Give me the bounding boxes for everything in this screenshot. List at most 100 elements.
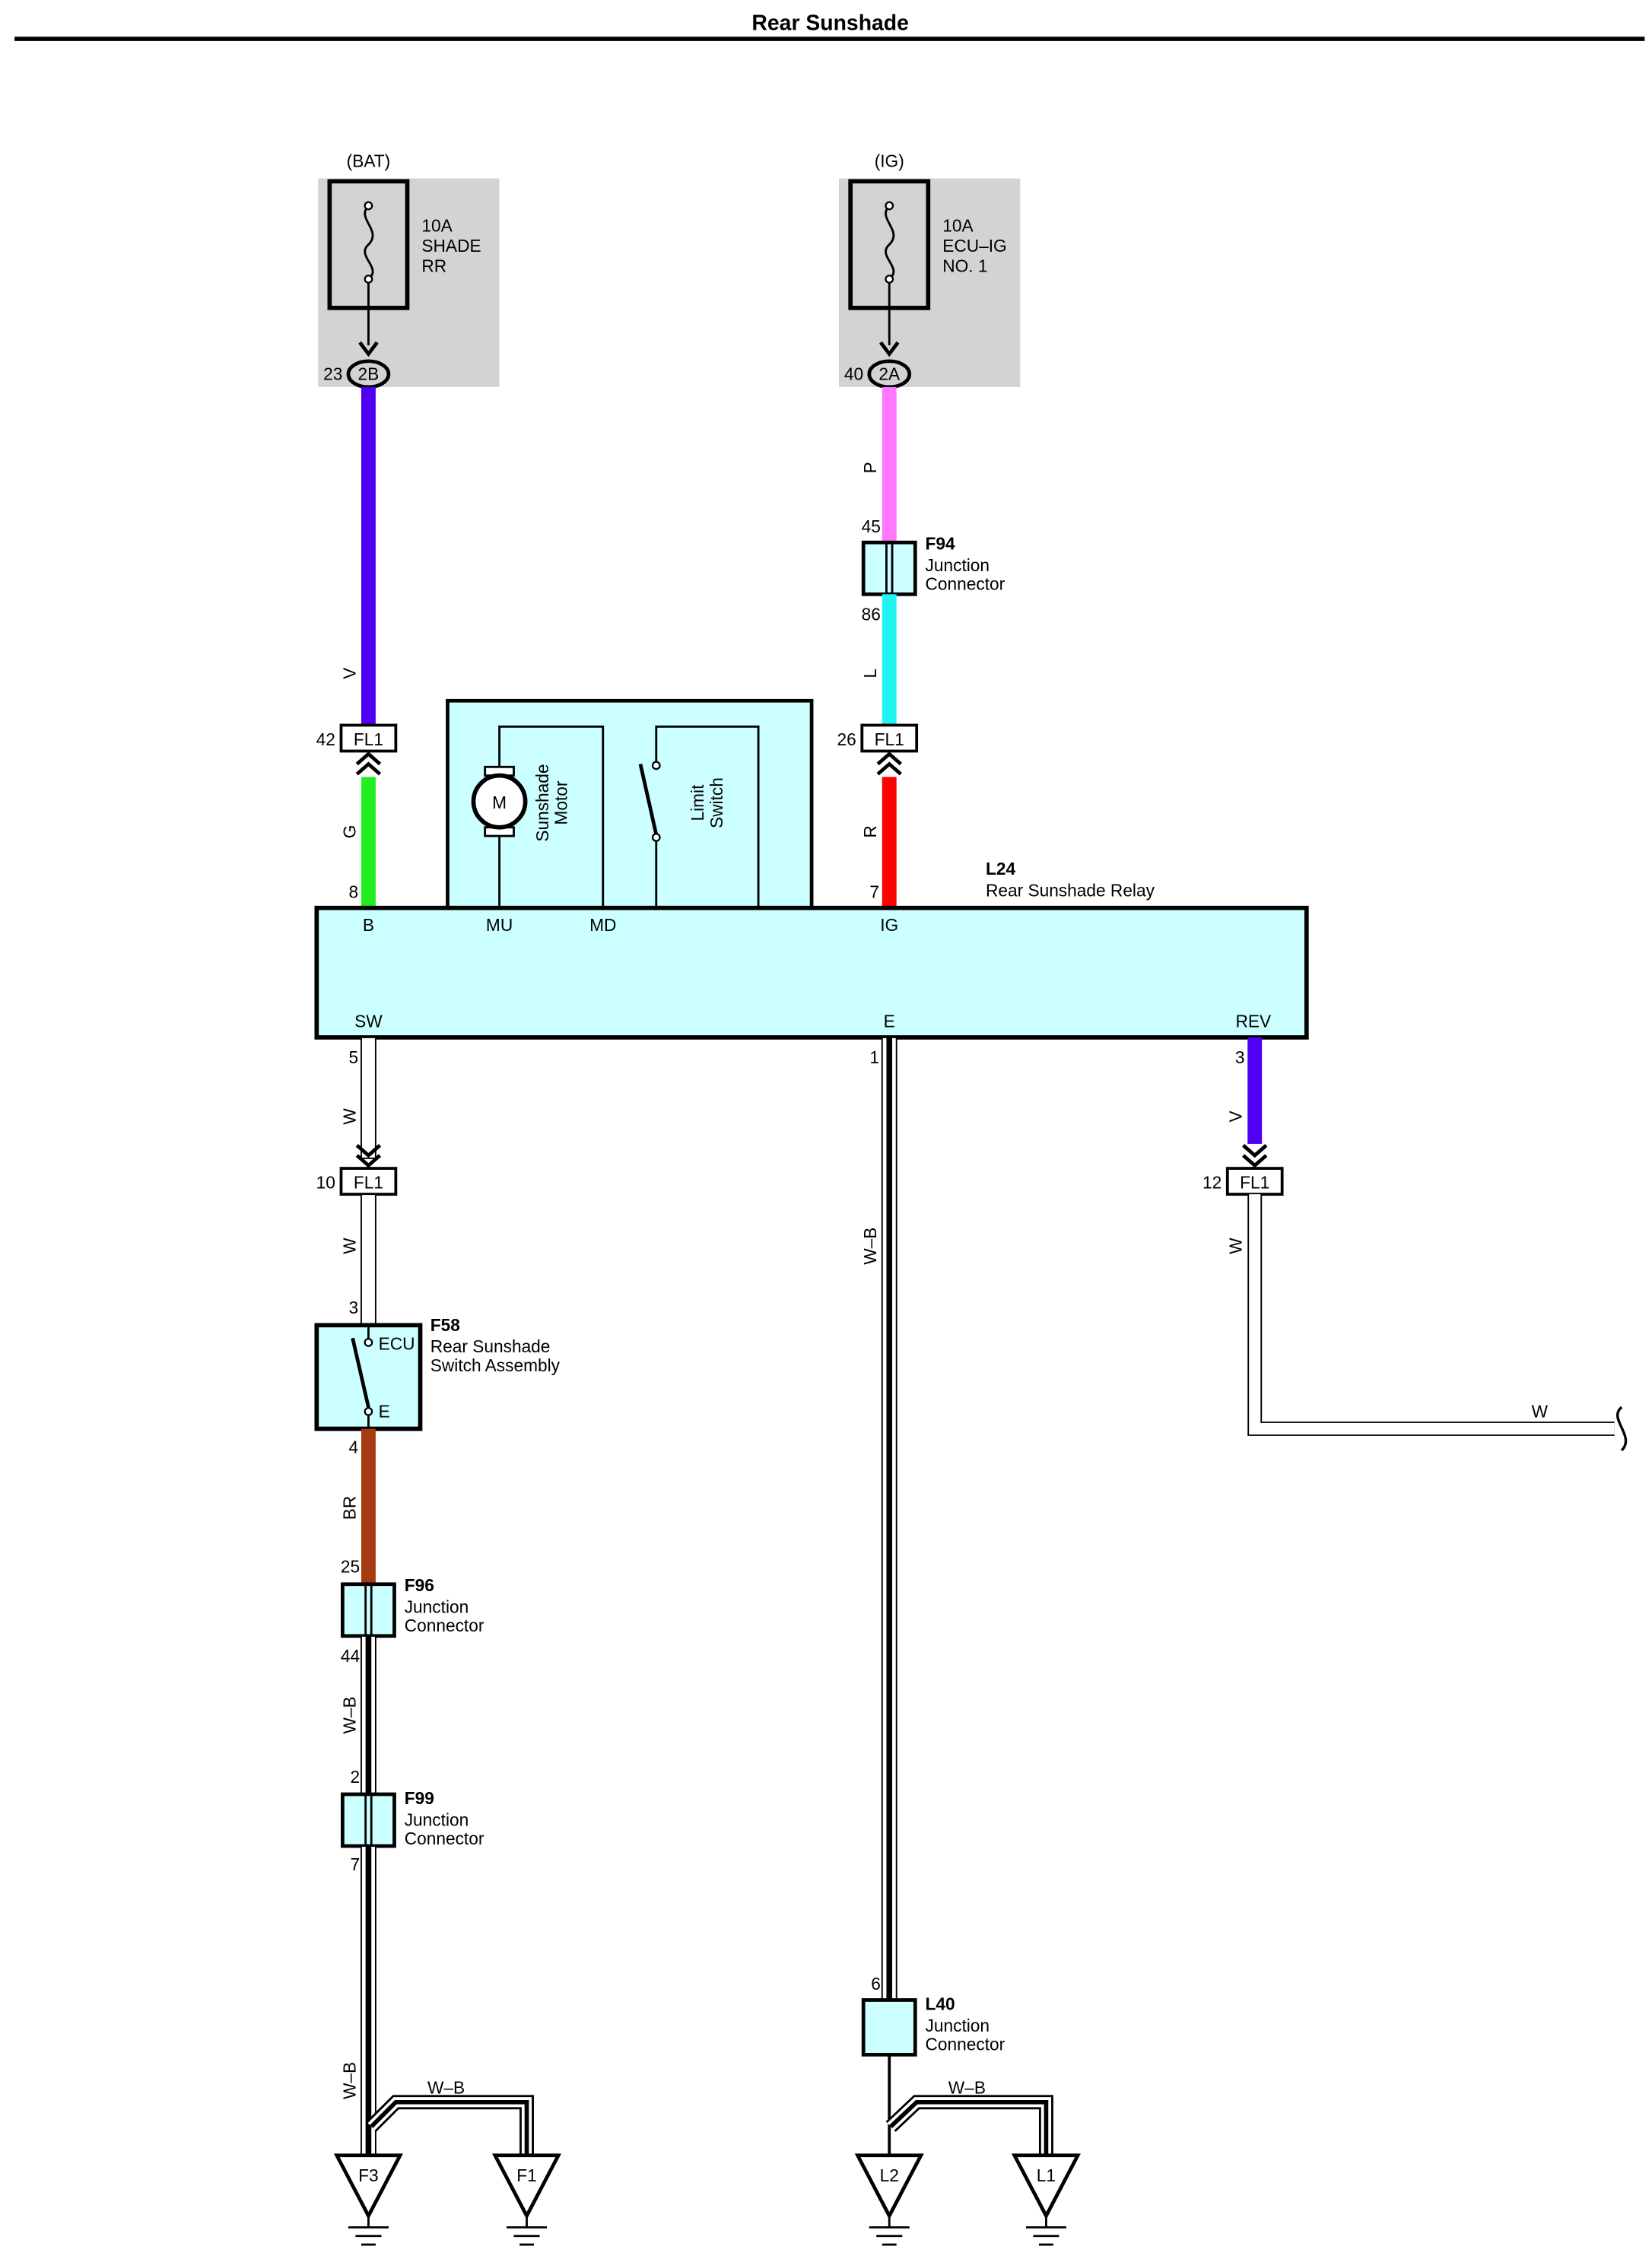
wire-color-label: W–B: [427, 2077, 465, 2097]
limit-label-line: Limit: [688, 784, 707, 821]
fl1-connector-42: FL1 42: [316, 723, 398, 776]
ground-icon: [507, 2216, 548, 2246]
ground-icon: [869, 2216, 910, 2246]
junction-pin-in: 2: [350, 1767, 360, 1787]
fuse-ecu-ig-no1: (IG) 10A ECU–IG NO. 1 2A 40: [839, 151, 1021, 389]
continuation-break-icon: [1615, 1406, 1628, 1452]
wire-white-black: [881, 1036, 897, 2001]
wire-color-label: R: [860, 825, 880, 837]
switch-term-ecu: ECU: [379, 1333, 415, 1353]
fl1-connector-12: FL1 12: [1202, 1167, 1284, 1196]
connector-label: 2B: [358, 364, 380, 383]
junction-id: F94: [926, 534, 955, 554]
junction-id: F96: [405, 1575, 434, 1595]
wire-white: [361, 1036, 376, 1159]
wire-white-black-link: [885, 2095, 1053, 2156]
wire-color-label: P: [860, 462, 880, 473]
fl1-label: FL1: [354, 1173, 383, 1193]
relay-pin-label: 8: [349, 882, 359, 901]
switch-pin-bottom: 4: [349, 1438, 359, 1457]
junction-desc-line: Connector: [405, 1828, 484, 1848]
switch-contact: [364, 1406, 373, 1416]
switch-lever-icon: [351, 1337, 370, 1408]
wire-violet: [361, 386, 376, 727]
wire-color-label: W–B: [948, 2077, 986, 2097]
junction-id: F99: [405, 1788, 434, 1808]
wire-white-black: [361, 1845, 376, 2156]
wire-stripe: [889, 2099, 1049, 2156]
wire-stripe: [886, 1037, 893, 2000]
wire-color-label: W–B: [860, 1228, 880, 1265]
junction-f96: 25 F96 Junction Connector 44: [341, 1557, 484, 1666]
fuse-terminal: [885, 201, 894, 211]
wire-pink: [882, 386, 897, 543]
switch-contact: [364, 1338, 373, 1347]
terminal-ig: IG: [880, 915, 898, 935]
junction-pin-in: 6: [871, 1974, 881, 1994]
wire-white: [361, 1193, 376, 1326]
page-title: Rear Sunshade: [751, 11, 908, 36]
relay-name: Rear Sunshade Relay: [986, 881, 1155, 901]
arrow-up-icon: [876, 751, 902, 776]
junction-box: [341, 1582, 396, 1638]
fl1-box: [339, 1167, 398, 1196]
arrow-up-icon: [355, 751, 382, 776]
wire-green: [361, 777, 376, 907]
motor-upper-wire: [498, 725, 605, 908]
motor-label-line: Motor: [551, 780, 570, 824]
wire-stripe: [365, 1846, 372, 2156]
wire-red: [882, 777, 897, 907]
ground-f1: F1: [491, 2153, 562, 2246]
wire-color-label: G: [339, 825, 359, 839]
wire-color-label: W: [339, 1238, 359, 1254]
wire-color-label: V: [339, 667, 359, 679]
terminal-e: E: [884, 1012, 895, 1031]
motor-icon: [471, 773, 528, 830]
fuse-source-label: (BAT): [347, 151, 391, 170]
wire-body: [887, 2097, 1052, 2156]
fuse-rating: 10A: [942, 216, 974, 236]
rear-sunshade-switch-assembly: 3 ECU E F58 Rear Sunshade Switch Assembl…: [314, 1298, 561, 1457]
wire-color-label: W: [339, 1108, 359, 1125]
junction-pin-out: 7: [350, 1854, 360, 1874]
fuse-element-icon: [364, 205, 374, 281]
terminal-rev: REV: [1236, 1012, 1272, 1031]
fuse-element-icon: [885, 205, 895, 281]
limit-wire: [655, 725, 760, 908]
wire-color-label: L: [860, 669, 880, 678]
junction-f94: 45 F94 Junction Connector 86: [862, 516, 1005, 624]
wire-white-black: [361, 1635, 376, 1795]
limit-label-line: Switch: [707, 777, 726, 828]
wire-light-blue: [882, 594, 897, 727]
ground-label: F3: [358, 2165, 378, 2185]
fuse-name-line: SHADE: [421, 236, 481, 256]
ground-l1: L1: [1011, 2153, 1081, 2246]
relay-pin-label: 1: [869, 1047, 879, 1067]
switch-contact: [651, 761, 661, 770]
junction-box: [861, 1998, 917, 2057]
junction-desc-line: Connector: [926, 574, 1005, 594]
junction-box: [341, 1792, 396, 1848]
junction-pin-out: 86: [862, 604, 881, 624]
fuse-terminal: [885, 275, 894, 284]
wire-color-label: V: [1226, 1110, 1246, 1123]
fuse-shade-rr: (BAT) 10A SHADE RR 2B 23: [318, 151, 500, 389]
fl1-connector-26: FL1 26: [837, 723, 919, 776]
fuse-terminal: [364, 275, 373, 284]
connector-pin: 40: [844, 364, 863, 383]
wire-color-label: W–B: [339, 2062, 359, 2099]
relay-id: L24: [986, 859, 1015, 878]
fuse-name-line: NO. 1: [942, 256, 987, 276]
arrow-down-icon: [1242, 1144, 1268, 1168]
motor-symbol: M: [492, 793, 507, 812]
connector-label: 2A: [878, 364, 901, 383]
switch-desc-line: Switch Assembly: [430, 1355, 561, 1375]
fl1-pin: 26: [837, 729, 856, 749]
arrow-down-icon: [878, 341, 900, 357]
wire-color-label: W: [1226, 1238, 1246, 1254]
arrow-down-icon: [355, 1144, 382, 1168]
wire-stripe: [370, 2099, 529, 2156]
junction-desc-line: Junction: [926, 555, 990, 575]
junction-pin-out: 44: [341, 1646, 360, 1666]
